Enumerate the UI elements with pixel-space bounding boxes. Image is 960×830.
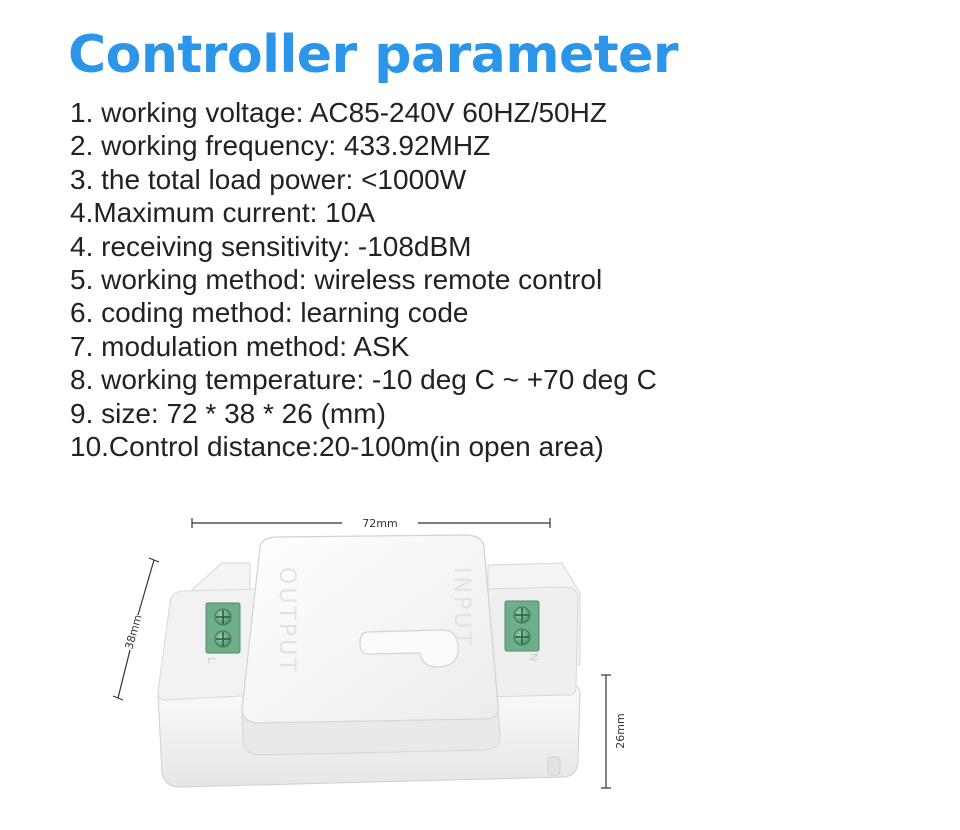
parameter-item: 8. working temperature: -10 deg C ~ +70 … — [70, 364, 657, 396]
output-marking: OUTPUT — [274, 567, 299, 675]
parameter-item: 5. working method: wireless remote contr… — [70, 264, 603, 296]
parameter-item: 10.Control distance:20-100m(in open area… — [70, 431, 604, 463]
parameter-item: 3. the total load power: <1000W — [70, 163, 467, 195]
parameter-item: 2. working frequency: 433.92MHZ — [70, 130, 491, 162]
width-dimension: 72mm — [191, 517, 551, 530]
parameter-item: 1. working voltage: AC85-240V 60HZ/50HZ — [70, 97, 607, 128]
parameter-item: 4.Maximum current: 10A — [70, 197, 375, 229]
left-terminal-block — [205, 602, 241, 654]
parameter-item: 9. size: 72 * 38 * 26 (mm) — [70, 397, 386, 429]
parameter-item: 6. coding method: learning code — [70, 297, 469, 329]
device-illustration: 72mm 38mm 26mm — [112, 517, 627, 789]
parameter-item: 4. receiving sensitivity: -108dBM — [70, 230, 472, 262]
height-dimension: 26mm — [601, 674, 627, 789]
parameter-list: 1. working voltage: AC85-240V 60HZ/50HZ … — [70, 96, 657, 463]
input-marking: INPUT — [449, 567, 474, 648]
width-label: 72mm — [362, 517, 397, 530]
left-terminal-marking: L — [205, 657, 218, 664]
page-title: Controller parameter — [68, 25, 679, 85]
depth-dimension: 38mm — [112, 557, 160, 701]
right-terminal-marking: N — [527, 653, 540, 661]
controller-housing — [157, 534, 581, 788]
height-label: 26mm — [614, 713, 627, 748]
device-figure: 72mm 38mm 26mm — [110, 505, 640, 805]
depth-label: 38mm — [123, 613, 145, 651]
right-terminal-block — [504, 600, 540, 652]
parameter-item: 7. modulation method: ASK — [70, 330, 410, 362]
